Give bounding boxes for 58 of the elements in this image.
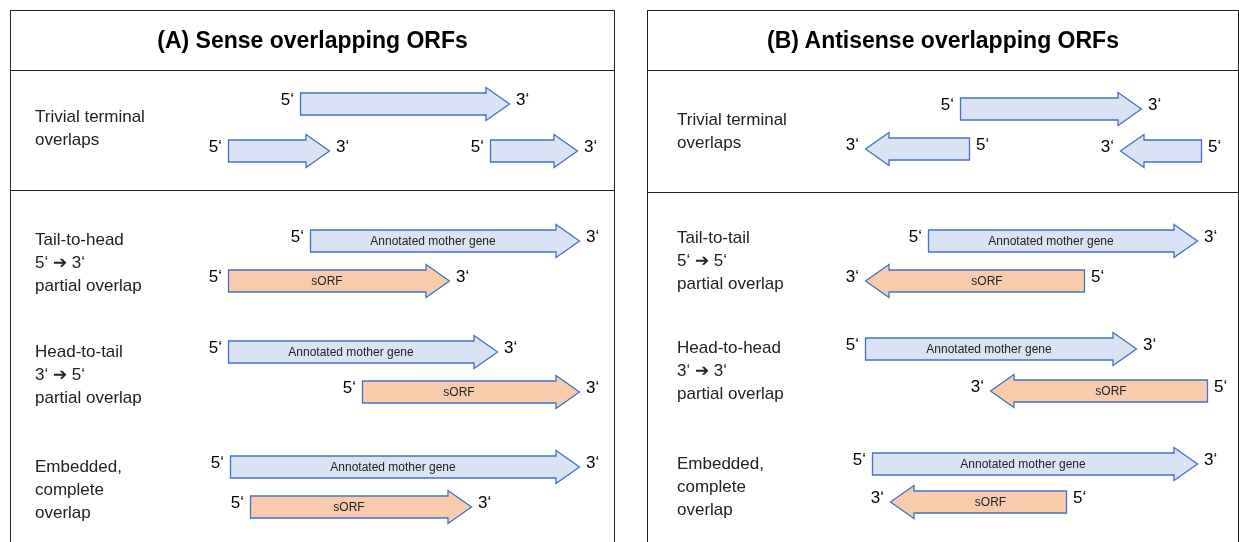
- row-label: Tail-to-head 5‘ ➔ 3‘ partial overlap: [35, 229, 142, 297]
- segment-label: sORF: [1094, 383, 1128, 399]
- strand-end-label: 5‘: [845, 335, 859, 355]
- strand-end-label: 5‘: [1208, 137, 1222, 157]
- strand-end-label: 3‘: [1204, 227, 1218, 247]
- strand-end-label: 3‘: [586, 227, 600, 247]
- row-label: Head-to-head 3‘ ➔ 3‘ partial overlap: [677, 337, 784, 405]
- strand-end-label: 5‘: [208, 267, 222, 287]
- strand-end-label: 3‘: [1143, 335, 1157, 355]
- strand-end-label: 5‘: [342, 378, 356, 398]
- strand-end-label: 5‘: [1091, 267, 1105, 287]
- strand-end-label: 5‘: [208, 137, 222, 157]
- row-label: Trivial terminal overlaps: [677, 109, 787, 154]
- segment-label: Annotated mother gene: [287, 344, 415, 360]
- strand-end-label: 3‘: [970, 377, 984, 397]
- strand-end-label: 3‘: [870, 488, 884, 508]
- segment-label: Annotated mother gene: [987, 233, 1115, 249]
- segment-label: Annotated mother gene: [959, 456, 1087, 472]
- strand-end-label: 3‘: [1100, 137, 1114, 157]
- strand-end-label: 3‘: [1204, 450, 1218, 470]
- segment-label: Annotated mother gene: [369, 233, 497, 249]
- segment-label: Annotated mother gene: [925, 341, 1053, 357]
- row-label: Trivial terminal overlaps: [35, 106, 145, 151]
- strand-end-label: 5‘: [1214, 377, 1228, 397]
- strand-end-label: 5‘: [976, 135, 990, 155]
- strand-end-label: 5‘: [852, 450, 866, 470]
- strand-end-label: 5‘: [290, 227, 304, 247]
- strand-end-label: 3‘: [586, 453, 600, 473]
- strand-end-label: 5‘: [208, 338, 222, 358]
- strand-end-label: 5‘: [1073, 488, 1087, 508]
- strand-end-label: 3‘: [504, 338, 518, 358]
- strand-end-label: 5‘: [230, 493, 244, 513]
- strand-end-label: 3‘: [584, 137, 598, 157]
- strand-end-label: 3‘: [586, 378, 600, 398]
- strand-end-label: 3‘: [845, 135, 859, 155]
- row-label: Tail-to-tail 5‘ ➔ 5‘ partial overlap: [677, 227, 784, 295]
- strand-end-label: 5‘: [470, 137, 484, 157]
- strand-end-label: 5‘: [908, 227, 922, 247]
- segment-label: sORF: [442, 384, 476, 400]
- strand-end-label: 3‘: [845, 267, 859, 287]
- segment-label: sORF: [332, 499, 366, 515]
- strand-end-label: 3‘: [478, 493, 492, 513]
- row-label: Head-to-tail 3‘ ➔ 5‘ partial overlap: [35, 341, 142, 409]
- strand-end-label: 5‘: [280, 90, 294, 110]
- strand-end-label: 3‘: [1148, 95, 1162, 115]
- strand-end-label: 3‘: [336, 137, 350, 157]
- segment-label: sORF: [310, 273, 344, 289]
- strand-end-label: 3‘: [516, 90, 530, 110]
- segment-label: sORF: [973, 494, 1008, 510]
- strand-end-label: 5‘: [940, 95, 954, 115]
- panel-title: (B) Antisense overlapping ORFs: [766, 26, 1120, 55]
- segment-label: Annotated mother gene: [329, 459, 457, 475]
- row-label: Embedded, complete overlap: [35, 456, 122, 524]
- row-label: Embedded, complete overlap: [677, 453, 764, 521]
- panel-title: (A) Sense overlapping ORFs: [156, 26, 469, 55]
- strand-end-label: 5‘: [210, 453, 224, 473]
- segment-label: sORF: [970, 273, 1004, 289]
- strand-end-label: 3‘: [456, 267, 470, 287]
